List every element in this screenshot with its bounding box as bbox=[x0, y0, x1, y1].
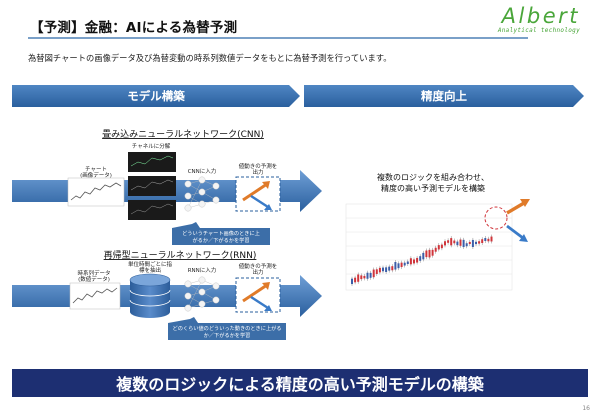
cnn-note-line-2: がるか／下がるかを学習 bbox=[192, 236, 249, 244]
rnn-title: 再帰型ニューラルネットワーク(RNN) bbox=[104, 249, 257, 261]
title-rule bbox=[28, 37, 528, 39]
candle-body bbox=[428, 249, 431, 258]
brand-tagline: Analytical technology bbox=[497, 27, 580, 34]
candle-body bbox=[422, 252, 425, 260]
candle-body bbox=[459, 239, 462, 246]
candle-body bbox=[478, 241, 481, 244]
summary-banner: 複数のロジックによる精度の高い予測モデルの構築 bbox=[12, 369, 588, 397]
candle-body bbox=[375, 269, 378, 274]
rnn-note-line-1: どのくらい値のどういった動きのときに上がる bbox=[173, 324, 282, 332]
candle-body bbox=[403, 262, 406, 266]
rnn-input-label-2: (数値データ) bbox=[78, 275, 110, 283]
brand-logo: Albert Analytical technology bbox=[498, 5, 580, 34]
candle-body bbox=[434, 247, 437, 252]
candle-body bbox=[413, 259, 415, 264]
cnn-input-label-1: チャート bbox=[85, 166, 107, 173]
database-icon bbox=[129, 273, 171, 318]
brand-name: Albert bbox=[501, 4, 580, 28]
rnn-input-label-1: 時系列データ bbox=[77, 269, 110, 277]
candle-body bbox=[444, 241, 446, 246]
rnn-output-box bbox=[235, 277, 281, 313]
candle-body bbox=[465, 243, 468, 247]
precision-callout-line-1: 複数のロジックを組み合わせ、 bbox=[377, 172, 489, 182]
rnn-network-icon bbox=[184, 276, 220, 312]
candle-body bbox=[431, 249, 434, 256]
candle-body bbox=[468, 241, 471, 245]
rnn-output-label-2: 出力 bbox=[252, 268, 263, 276]
forecast-highlight-circle bbox=[484, 206, 508, 230]
candle-body bbox=[447, 240, 450, 243]
cnn-input-chart bbox=[67, 177, 125, 207]
page-number: 16 bbox=[582, 405, 590, 412]
rnn-note-line-2: か／下がるかを学習 bbox=[204, 331, 251, 339]
candle-body bbox=[475, 241, 477, 245]
section-precision-label: 精度向上 bbox=[421, 89, 467, 103]
candle-body bbox=[397, 263, 400, 269]
candle-body bbox=[409, 258, 412, 265]
subtitle: 為替図チャートの画像データ及び為替変動の時系列数値データをもとに為替予測を行って… bbox=[28, 53, 392, 63]
candle-body bbox=[450, 238, 453, 246]
candle-body bbox=[385, 267, 388, 273]
cnn-output-label-1: 値動きの予測を bbox=[239, 162, 278, 170]
rnn-unit-label-2: 標を抽出 bbox=[139, 266, 161, 274]
section-model-building: モデル構築 bbox=[12, 85, 300, 107]
candle-body bbox=[357, 274, 360, 282]
precision-callout-line-2: 精度の高い予測モデルを構築 bbox=[381, 183, 485, 193]
candle-body bbox=[453, 240, 456, 244]
candle-body bbox=[484, 238, 487, 242]
candle-body bbox=[360, 275, 363, 280]
candle-body bbox=[388, 266, 391, 271]
cnn-network-icon bbox=[184, 176, 220, 212]
forecast-up-arrow bbox=[506, 199, 530, 215]
candle-body bbox=[372, 269, 375, 278]
cnn-input-label-2: (画像データ) bbox=[80, 171, 112, 179]
candle-body bbox=[481, 239, 484, 244]
cnn-note-line-1: どういうチャート画像のときに上 bbox=[182, 229, 260, 237]
candle-body bbox=[419, 256, 422, 261]
cnn-channel-stack bbox=[128, 152, 176, 220]
candle-body bbox=[366, 272, 369, 279]
candle-body bbox=[440, 244, 443, 249]
candle-body bbox=[416, 257, 419, 263]
candle-body bbox=[394, 262, 397, 270]
candle-body bbox=[382, 267, 384, 272]
cnn-input-to-label: CNNに入力 bbox=[188, 167, 217, 175]
cnn-note: どういうチャート画像のときに上 がるか／下がるかを学習 bbox=[172, 222, 270, 245]
candle-body bbox=[487, 238, 490, 242]
candle-body bbox=[471, 239, 474, 248]
candle-body bbox=[363, 275, 366, 279]
cnn-title: 畳み込みニューラルネットワーク(CNN) bbox=[102, 129, 264, 140]
rnn-input-to-label: RNNに入力 bbox=[188, 266, 217, 274]
rnn-output-label-1: 値動きの予測を bbox=[239, 262, 278, 270]
slide-title: 【予測】金融：AIによる為替予測 bbox=[30, 20, 238, 36]
candle-body bbox=[490, 236, 493, 242]
section-model-building-label: モデル構築 bbox=[127, 89, 185, 103]
candle-body bbox=[400, 262, 403, 268]
candle-body bbox=[462, 239, 465, 248]
candlesticks bbox=[351, 234, 493, 287]
cnn-channel-label: チャネルに分解 bbox=[132, 142, 171, 150]
section-precision: 精度向上 bbox=[304, 85, 584, 107]
combined-chart bbox=[345, 203, 513, 291]
candle-body bbox=[391, 266, 394, 271]
candle-body bbox=[437, 245, 440, 250]
candle-body bbox=[406, 261, 409, 265]
candle-body bbox=[354, 277, 357, 283]
cnn-output-box bbox=[235, 176, 281, 212]
candle-body bbox=[456, 241, 459, 246]
candle-body bbox=[351, 278, 353, 285]
cnn-output-label-2: 出力 bbox=[252, 168, 263, 176]
forecast-down-arrow bbox=[506, 224, 528, 242]
rnn-input-chart bbox=[69, 282, 121, 310]
rnn-note: どのくらい値のどういった動きのときに上がる か／下がるかを学習 bbox=[168, 317, 286, 340]
candle-body bbox=[369, 272, 372, 278]
rnn-unit-label-1: 単位時間ごとに指 bbox=[128, 260, 173, 268]
candle-body bbox=[425, 250, 428, 258]
candle-body bbox=[378, 267, 381, 273]
